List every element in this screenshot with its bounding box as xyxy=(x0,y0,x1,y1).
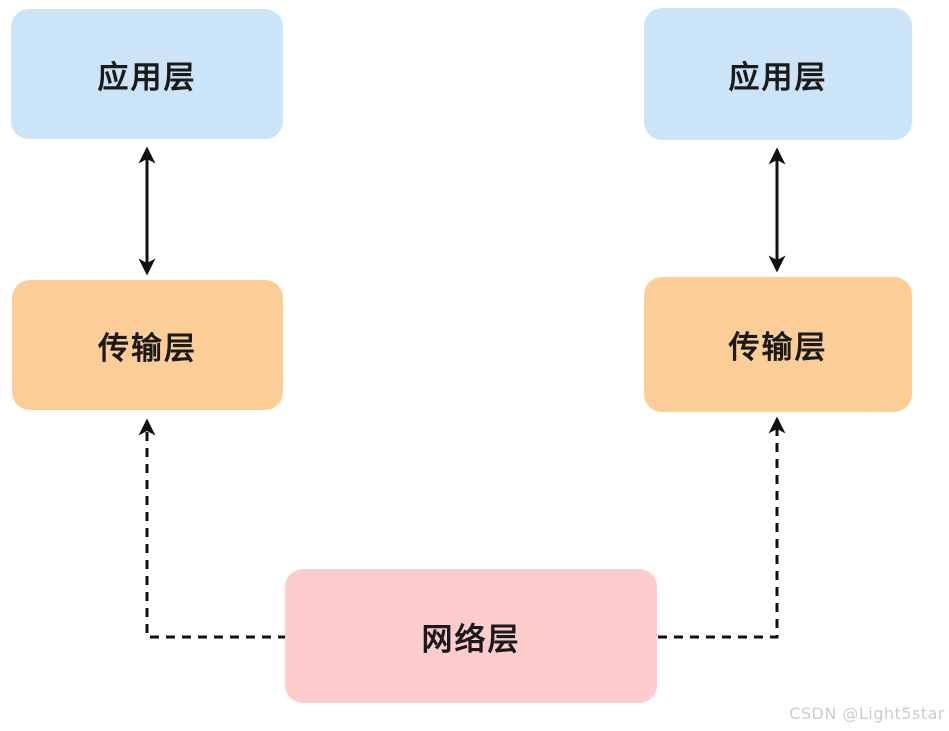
edge-network-transport-left xyxy=(138,418,287,639)
node-application-layer-left: 应用层 xyxy=(11,9,283,139)
node-label: 网络层 xyxy=(421,621,521,658)
node-transport-layer-right: 传输层 xyxy=(644,277,912,412)
node-label: 传输层 xyxy=(98,330,197,367)
node-application-layer-right: 应用层 xyxy=(644,8,912,140)
node-label: 应用层 xyxy=(97,59,197,96)
node-network-layer: 网络层 xyxy=(285,569,657,703)
node-label: 应用层 xyxy=(728,59,828,96)
node-transport-layer-left: 传输层 xyxy=(12,280,283,410)
edge-network-transport-right xyxy=(658,416,786,639)
node-label: 传输层 xyxy=(728,330,828,366)
watermark: CSDN @Light5star xyxy=(789,704,945,723)
